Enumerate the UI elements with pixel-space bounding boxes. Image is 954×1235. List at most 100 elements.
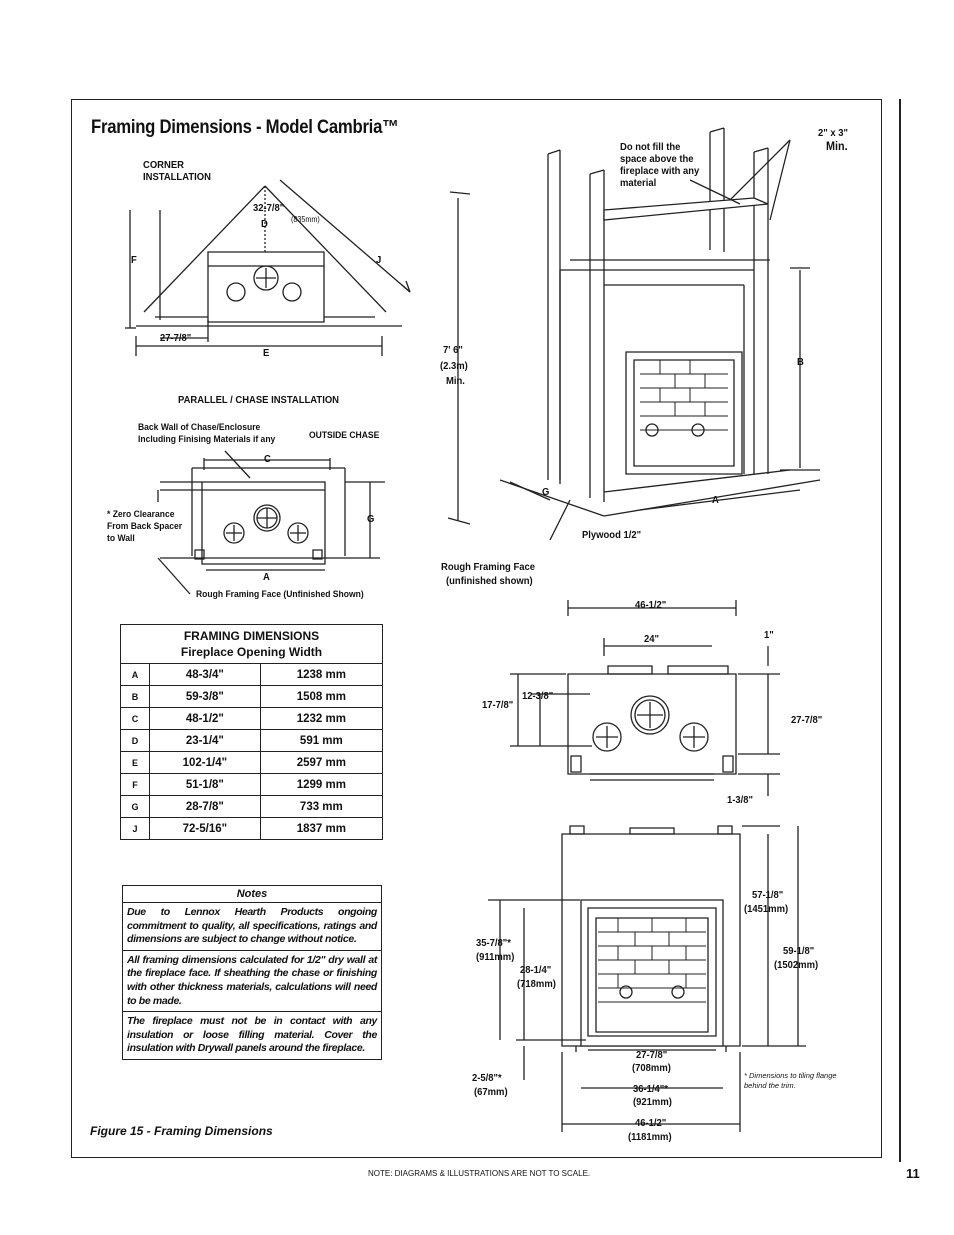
margin-rule bbox=[899, 99, 901, 1162]
front-b2-mm: (921mm) bbox=[633, 1096, 672, 1108]
row-key: G bbox=[120, 795, 150, 818]
top-d2: 17-7/8" bbox=[482, 699, 514, 711]
row-mm: 1238 mm bbox=[259, 663, 384, 686]
front-b4-mm: (67mm) bbox=[474, 1086, 508, 1098]
top-width-2: 24" bbox=[644, 633, 660, 645]
corner-label-d: D bbox=[261, 218, 268, 230]
row-mm: 1508 mm bbox=[259, 685, 384, 708]
row-mm: 1232 mm bbox=[259, 707, 384, 730]
front-h2: 59-1/8" bbox=[783, 945, 815, 957]
page-number: 11 bbox=[906, 1166, 920, 1181]
corner-dim-bottom: 27-7/8" bbox=[160, 332, 192, 344]
parallel-label-a: A bbox=[263, 571, 270, 583]
front-h4: 28-1/4" bbox=[520, 964, 552, 976]
figure-caption: Figure 15 - Framing Dimensions bbox=[90, 1124, 273, 1138]
page-title: Framing Dimensions - Model Cambria™ bbox=[91, 117, 399, 138]
row-key: D bbox=[120, 729, 150, 752]
row-key: B bbox=[120, 685, 150, 708]
front-b2: 36-1/4"* bbox=[633, 1083, 668, 1095]
plywood-label: Plywood 1/2" bbox=[582, 529, 642, 541]
stud-size: 2" x 3" bbox=[818, 127, 848, 139]
parallel-label-g: G bbox=[367, 513, 375, 525]
front-b1: 27-7/8" bbox=[636, 1049, 668, 1061]
table-header-row: FRAMING DIMENSIONS Fireplace Opening Wid… bbox=[120, 624, 383, 664]
row-mm: 733 mm bbox=[259, 795, 384, 818]
top-view-diagram bbox=[480, 596, 820, 806]
scale-footnote: NOTE: DIAGRAMS & ILLUSTRATIONS ARE NOT T… bbox=[368, 1169, 591, 1178]
iso-label-a: A bbox=[712, 494, 719, 506]
corner-dim-top: 32-7/8" bbox=[253, 202, 285, 214]
top-d1: 1" bbox=[764, 629, 774, 641]
top-d5: 1-3/8" bbox=[727, 794, 754, 806]
front-h4-mm: (718mm) bbox=[517, 978, 556, 990]
corner-label-e: E bbox=[263, 347, 270, 359]
fill-note: Do not fill the space above the fireplac… bbox=[620, 141, 700, 189]
corner-heading: CORNER INSTALLATION bbox=[143, 159, 211, 183]
table-header-subtitle: Fireplace Opening Width bbox=[180, 645, 323, 659]
row-mm: 1299 mm bbox=[259, 773, 384, 796]
corner-dim-top-mm: (835mm) bbox=[291, 215, 320, 224]
row-mm: 591 mm bbox=[259, 729, 384, 752]
table-header: FRAMING DIMENSIONS Fireplace Opening Wid… bbox=[120, 624, 383, 664]
page-frame bbox=[71, 99, 882, 1158]
tile-note: * Dimensions to tiling flange behind the… bbox=[744, 1071, 837, 1090]
row-inches: 48-3/4" bbox=[149, 663, 261, 686]
row-key: C bbox=[120, 707, 150, 730]
row-key: F bbox=[120, 773, 150, 796]
stud-min: Min. bbox=[826, 139, 848, 153]
table-header-title: FRAMING DIMENSIONS bbox=[183, 629, 320, 643]
parallel-label-c: C bbox=[264, 453, 271, 465]
isometric-framing-diagram bbox=[440, 120, 840, 540]
row-key: J bbox=[120, 817, 150, 840]
iso-rough-face: Rough Framing Face bbox=[441, 561, 535, 573]
row-mm: 1837 mm bbox=[259, 817, 384, 840]
corner-installation-diagram bbox=[120, 170, 420, 370]
front-h2-mm: (1502mm) bbox=[774, 959, 819, 971]
row-inches: 59-3/8" bbox=[149, 685, 261, 708]
top-width: 46-1/2" bbox=[635, 599, 667, 611]
front-h3-mm: (911mm) bbox=[476, 951, 515, 963]
front-h1-mm: (1451mm) bbox=[744, 903, 789, 915]
row-key: A bbox=[120, 663, 150, 686]
front-h3: 35-7/8"* bbox=[476, 937, 511, 949]
front-view-diagram bbox=[480, 820, 820, 1140]
zero-clearance-note: * Zero Clearance From Back Spacer to Wal… bbox=[107, 509, 183, 544]
notes-box: Notes Due to Lennox Hearth Products ongo… bbox=[122, 885, 382, 1060]
row-inches: 51-1/8" bbox=[149, 773, 261, 796]
notes-heading: Notes bbox=[123, 886, 381, 903]
iso-rough-face-sub: (unfinished shown) bbox=[446, 575, 533, 587]
back-wall-note: Back Wall of Chase/Enclosure Including F… bbox=[138, 422, 276, 445]
top-d4: 27-7/8" bbox=[791, 714, 823, 726]
iso-height-m: (2.3m) bbox=[440, 360, 468, 372]
note-2: All framing dimensions calculated for 1/… bbox=[123, 949, 381, 1011]
row-inches: 23-1/4" bbox=[149, 729, 261, 752]
parallel-rough-face: Rough Framing Face (Unfinished Shown) bbox=[196, 589, 364, 600]
row-mm: 2597 mm bbox=[259, 751, 384, 774]
iso-height-min: Min. bbox=[446, 375, 465, 387]
front-b1-mm: (708mm) bbox=[632, 1062, 671, 1074]
note-3: The fireplace must not be in contact wit… bbox=[123, 1011, 381, 1059]
row-inches: 28-7/8" bbox=[149, 795, 261, 818]
corner-label-j: J bbox=[376, 254, 382, 266]
framing-dimensions-table: FRAMING DIMENSIONS Fireplace Opening Wid… bbox=[120, 624, 384, 840]
front-h1: 57-1/8" bbox=[752, 889, 784, 901]
parallel-chase-diagram bbox=[100, 446, 400, 606]
corner-label-f: F bbox=[131, 254, 137, 266]
note-1: Due to Lennox Hearth Products ongoing co… bbox=[127, 906, 377, 946]
top-d3: 12-3/8" bbox=[522, 690, 554, 702]
outside-chase-label: OUTSIDE CHASE bbox=[309, 430, 380, 441]
row-inches: 102-1/4" bbox=[149, 751, 261, 774]
iso-height: 7' 6" bbox=[443, 344, 463, 356]
front-b4: 2-5/8"* bbox=[472, 1072, 502, 1084]
row-inches: 72-5/16" bbox=[149, 817, 261, 840]
row-inches: 48-1/2" bbox=[149, 707, 261, 730]
front-b3-mm: (1181mm) bbox=[628, 1131, 672, 1143]
